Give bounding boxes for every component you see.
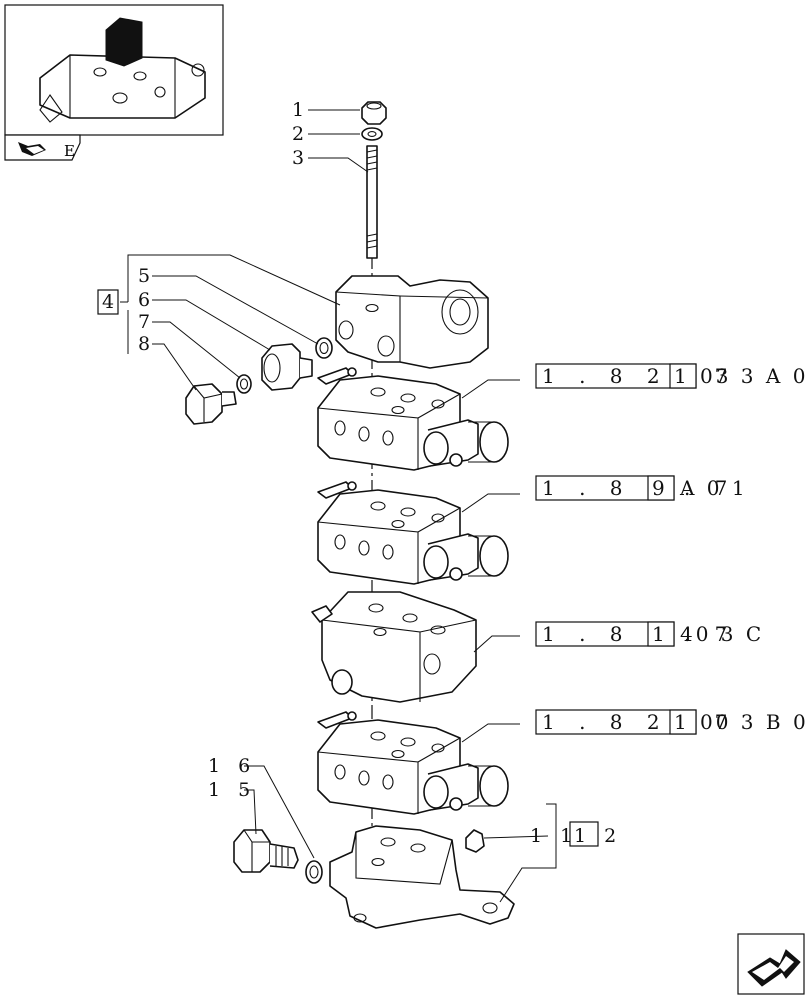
- reference-2-suffix: A 0 1: [679, 476, 748, 500]
- washer-part-2: [361, 127, 383, 141]
- reference-4-boxed: 1: [674, 710, 696, 734]
- plug-part-8: [185, 383, 237, 425]
- reference-3-prefix: 1 . 8 2 . 7: [542, 622, 736, 646]
- callout-12: 1 2: [574, 825, 622, 847]
- callout-3: 3: [292, 147, 310, 169]
- next-page-button[interactable]: [737, 933, 805, 995]
- callout-2: 2: [292, 123, 310, 145]
- stud-part-3: [366, 145, 378, 259]
- reference-1-boxed: 1: [674, 364, 696, 388]
- reference-4-inner-box: [669, 709, 697, 735]
- ring-part-7: [236, 374, 252, 394]
- washer-part-16: [305, 860, 323, 884]
- next-page-arrow-icon: [747, 949, 801, 987]
- callout-5: 5: [138, 265, 156, 287]
- reference-4[interactable]: 1 . 8 2 . 7 1 00 3 B 0 1: [535, 709, 812, 735]
- callout-7: 7: [138, 311, 156, 333]
- callout-8: 8: [138, 333, 156, 355]
- inlet-end-cover: [335, 275, 489, 369]
- leader-lines: [120, 109, 557, 903]
- reference-1-inner-box: [669, 363, 697, 389]
- reference-4-suffix: 00 3 B 0 1: [700, 710, 812, 734]
- highlighted-valve-block: [105, 17, 143, 67]
- assembly-thumbnail: E: [4, 4, 224, 161]
- callouts: 1 2 3 4 5 6 7 8 1 6 1 5 1 1 1 2: [97, 99, 622, 847]
- callout-16: 1 6: [208, 755, 256, 777]
- callout-4-box: [97, 289, 119, 315]
- reference-1[interactable]: 1 . 8 2 . 7 1 03 3 A 0 1: [535, 363, 812, 389]
- reference-2-inner-box: [647, 475, 675, 501]
- callout-4: 4: [102, 291, 120, 313]
- bolt-part-15: [233, 829, 299, 873]
- valve-section-1: [317, 367, 509, 471]
- relief-valve-part-6: [261, 343, 313, 391]
- callout-11: 1 1: [530, 825, 578, 847]
- reference-3-inner-box: [647, 621, 675, 647]
- callout-15: 1 5: [208, 779, 256, 801]
- small-plug-part-11: [465, 829, 485, 853]
- reference-2-boxed: 9: [652, 476, 674, 500]
- nut-part-1: [361, 101, 387, 125]
- reference-2-prefix: 1 . 8 2 . 7: [542, 476, 736, 500]
- book-icon: [18, 142, 46, 156]
- reference-3-boxed: 1: [652, 622, 674, 646]
- thumbnail-corner-label: E: [64, 142, 75, 160]
- reference-3[interactable]: 1 . 8 2 . 7 1 40 3 C: [535, 621, 764, 647]
- callout-1: 1: [292, 99, 310, 121]
- reference-1-suffix: 03 3 A 0 1: [700, 364, 812, 388]
- valve-section-3: [311, 591, 477, 703]
- reference-4-box: [535, 709, 697, 735]
- valve-section-2: [317, 481, 509, 585]
- reference-3-suffix: 40 3 C: [680, 622, 764, 646]
- callout-12-box: [569, 821, 599, 847]
- callout-6: 6: [138, 289, 156, 311]
- reference-2[interactable]: 1 . 8 2 . 7 9 A 0 1: [535, 475, 748, 501]
- o-ring-part-5: [315, 337, 333, 359]
- outlet-end-cover: [329, 825, 515, 929]
- valve-section-4: [317, 711, 509, 815]
